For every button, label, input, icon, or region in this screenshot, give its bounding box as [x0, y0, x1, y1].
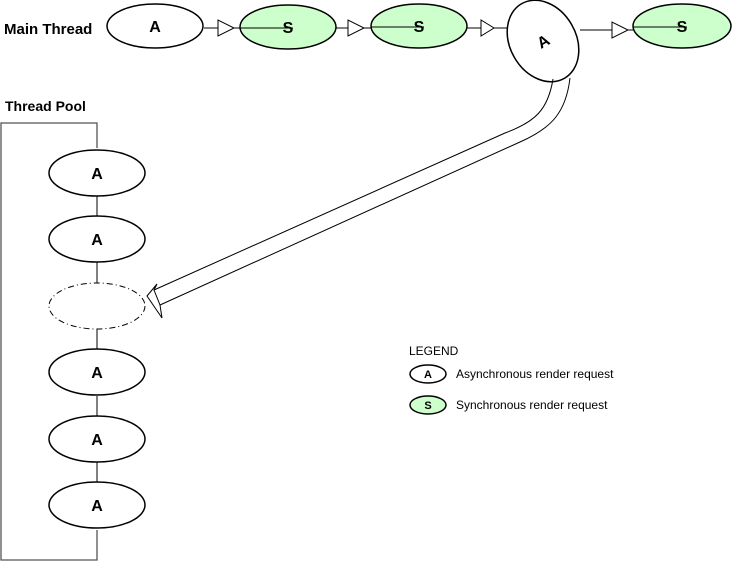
node-letter: A	[91, 166, 103, 183]
main-thread-label: Main Thread	[4, 21, 92, 38]
legend-label: Asynchronous render request	[456, 367, 614, 381]
node-letter: A	[91, 432, 103, 449]
arrowhead-icon	[347, 19, 366, 37]
arrowhead-icon	[217, 19, 236, 37]
main-thread-node-sync: S	[239, 4, 337, 50]
node-letter: A	[91, 365, 103, 382]
main-thread-node-async: A	[506, 0, 580, 83]
node-letter: A	[149, 19, 161, 36]
node-letter: A	[91, 498, 103, 515]
thread-pool-label: Thread Pool	[5, 98, 86, 114]
svg-text:S: S	[424, 400, 431, 412]
thread-pool-slot: A	[48, 215, 146, 263]
sync-request-icon	[409, 395, 447, 415]
dispatch-arrow	[146, 77, 571, 319]
node-letter: S	[414, 19, 425, 36]
thread-pool-slot: A	[48, 415, 146, 463]
thread-pool-slot: A	[48, 481, 146, 529]
thread-pool-slot: A	[48, 348, 146, 396]
legend-label: Synchronous render request	[456, 398, 608, 412]
main-thread-node-sync: S	[370, 3, 468, 49]
arrowhead-icon	[480, 19, 495, 37]
svg-text:A: A	[424, 369, 432, 381]
arrowhead-icon	[611, 21, 630, 39]
main-connectors	[204, 19, 659, 39]
thread-pool-slot: A	[48, 149, 146, 197]
node-letter: A	[91, 232, 103, 249]
node-letter: S	[677, 19, 688, 36]
node-letter: S	[283, 20, 294, 37]
main-thread-node-async: A	[106, 3, 204, 49]
async-request-icon	[409, 364, 447, 384]
thread-pool-empty-slot	[48, 282, 146, 330]
legend-item-async: A Asynchronous render request	[409, 364, 614, 384]
legend-title: LEGEND	[409, 344, 459, 358]
main-thread-node-sync: S	[632, 3, 732, 49]
thread-pool-bracket	[0, 122, 98, 561]
legend-item-sync: S Synchronous render request	[409, 395, 608, 415]
